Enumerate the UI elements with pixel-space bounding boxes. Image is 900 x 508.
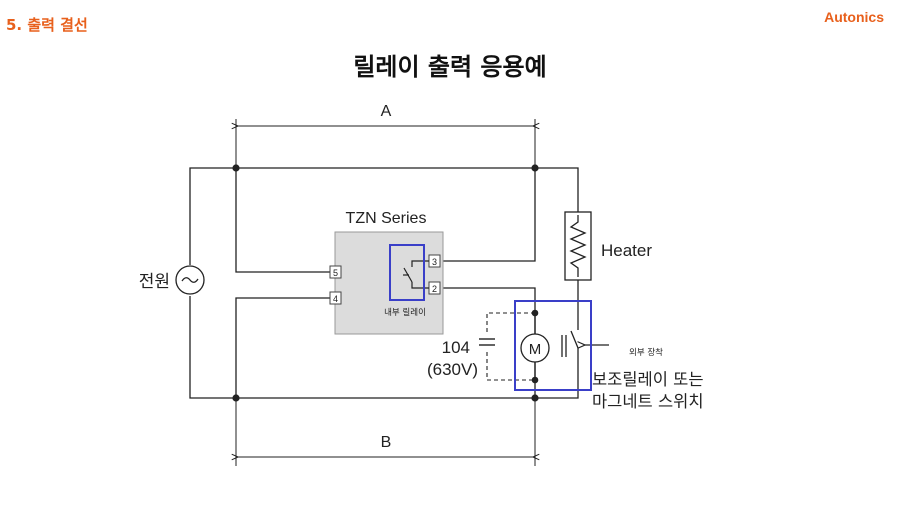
controller-label: TZN Series	[346, 210, 427, 227]
capacitor-rating: (630V)	[427, 360, 478, 379]
aux-relay: M 104 (630V) 외부 장착 보조릴레이 또는 마그네트 스위치	[427, 300, 704, 411]
ac-symbol	[181, 277, 199, 283]
terminal-2-number: 2	[432, 284, 437, 294]
internal-relay-note: 내부 릴레이	[384, 307, 426, 318]
heater-label: Heater	[601, 241, 652, 260]
section-title: 5. 출력 결선	[6, 16, 88, 34]
external-note: 외부 장착	[629, 347, 663, 358]
dimension-b: B	[236, 398, 535, 466]
motor-coil	[520, 333, 550, 363]
power-label: 전원	[139, 272, 170, 292]
brand-logo: Autonics	[824, 9, 884, 25]
power-source: 전원	[139, 265, 205, 295]
aux-contact	[561, 325, 579, 361]
aux-relay-highlight	[514, 300, 592, 391]
page-title: 릴레이 출력 응용예	[353, 53, 547, 81]
terminal-3-number: 3	[432, 257, 437, 267]
capacitor-branch	[486, 312, 535, 381]
heater: Heater	[564, 211, 652, 281]
aux-label-line2: 마그네트 스위치	[592, 392, 704, 411]
capacitor-value: 104	[442, 338, 470, 357]
dimension-a: A	[236, 103, 535, 168]
capacitor-symbol	[479, 338, 495, 346]
dimension-a-label: A	[381, 103, 392, 120]
motor-symbol: M	[529, 341, 542, 358]
internal-relay-highlight	[389, 244, 425, 301]
aux-label-line1: 보조릴레이 또는	[592, 370, 704, 389]
terminal-4-number: 4	[333, 294, 338, 304]
terminal-5	[329, 265, 342, 279]
terminal-4	[329, 291, 342, 305]
tzn-controller: TZN Series 5 4 3 2 내부 릴레이	[329, 210, 444, 335]
terminal-5-number: 5	[333, 268, 338, 278]
dimension-b-label: B	[381, 434, 392, 451]
